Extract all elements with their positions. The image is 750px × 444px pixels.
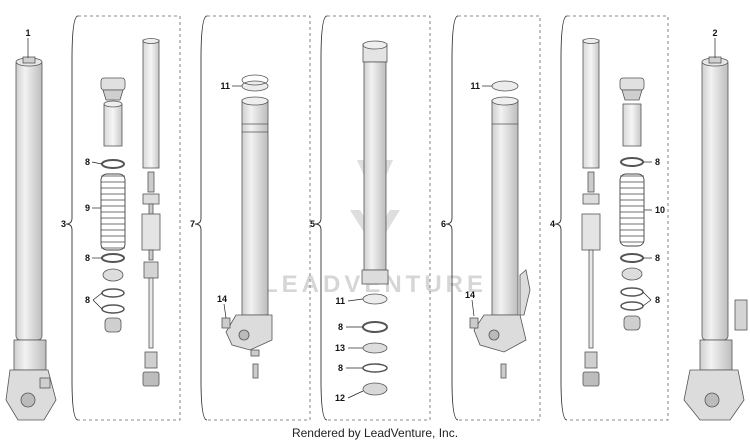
callout-3: 3 bbox=[61, 219, 66, 229]
callout-10: 10 bbox=[655, 205, 665, 215]
callout-4: 4 bbox=[550, 219, 555, 229]
callout-8-a: 8 bbox=[85, 157, 90, 167]
bracket-group-6 bbox=[458, 15, 541, 421]
callout-11-c: 11 bbox=[470, 81, 480, 91]
cartridge-assembly-left bbox=[100, 38, 161, 387]
outer-tube-7 bbox=[221, 74, 273, 379]
brace-group-3 bbox=[65, 15, 79, 421]
callout-8-b: 8 bbox=[85, 253, 90, 263]
bracket-group-4 bbox=[567, 15, 669, 421]
callout-5: 5 bbox=[310, 219, 315, 229]
brace-group-6 bbox=[445, 15, 459, 421]
callout-8-c: 8 bbox=[85, 295, 90, 305]
callout-13: 13 bbox=[335, 343, 345, 353]
callout-11-a: 11 bbox=[220, 81, 230, 91]
callout-12: 12 bbox=[335, 393, 345, 403]
callout-8-e: 8 bbox=[338, 363, 343, 373]
callout-8-f: 8 bbox=[655, 157, 660, 167]
brace-group-5 bbox=[314, 15, 328, 421]
leader-lines bbox=[27, 38, 716, 399]
brace-group-4 bbox=[554, 15, 568, 421]
callout-labels: 1 2 3 7 5 6 4 8 9 8 8 11 14 11 8 13 8 12… bbox=[25, 28, 717, 403]
callout-2: 2 bbox=[712, 28, 717, 38]
group-brackets bbox=[78, 15, 669, 421]
cartridge-assembly-right bbox=[581, 38, 645, 387]
fork-leg-left bbox=[5, 56, 57, 421]
bracket-group-7 bbox=[207, 15, 311, 421]
callout-7: 7 bbox=[190, 219, 195, 229]
callout-11-b: 11 bbox=[335, 296, 345, 306]
callout-6: 6 bbox=[441, 219, 446, 229]
callout-8-g: 8 bbox=[655, 253, 660, 263]
spring-10 bbox=[619, 173, 645, 247]
footer-credit: Rendered by LeadVenture, Inc. bbox=[291, 426, 459, 440]
spring-9 bbox=[100, 173, 126, 251]
bracket-group-5 bbox=[327, 15, 431, 421]
callout-14-b: 14 bbox=[465, 290, 475, 300]
callout-9: 9 bbox=[85, 203, 90, 213]
brace-group-7 bbox=[194, 15, 208, 421]
outer-tube-6 bbox=[469, 80, 531, 379]
curly-braces bbox=[65, 15, 568, 421]
inner-tube-5 bbox=[361, 40, 389, 396]
bracket-group-3 bbox=[78, 15, 181, 421]
callout-8-h: 8 bbox=[655, 295, 660, 305]
callout-14-a: 14 bbox=[217, 294, 227, 304]
callout-1: 1 bbox=[25, 28, 30, 38]
fork-leg-right bbox=[683, 56, 748, 421]
callout-8-d: 8 bbox=[338, 322, 343, 332]
